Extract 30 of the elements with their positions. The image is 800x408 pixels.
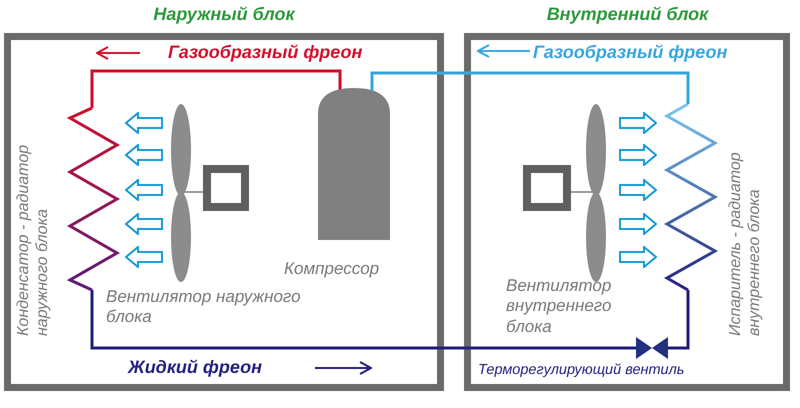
compressor-tank [318,88,390,240]
airflow-arrow [618,246,656,268]
component-label: Вентилятор внутреннего блока [506,276,612,338]
component-label: Конденсатор - радиатор наружного блока [14,144,52,336]
airflow-arrow [618,179,656,201]
component-label: Терморегулирующий вентиль [478,362,684,380]
pipe-line [90,290,636,350]
pipe-line [90,70,342,108]
edge-label: Газообразный фреон [168,42,362,63]
edge-label: Газообразный фреон [533,42,728,63]
valve-symbol [636,337,668,359]
pipe-line [668,290,690,350]
fan-drawing [170,104,250,282]
component-label: Вентилятор наружного блока [106,287,302,328]
component-label: Компрессор [284,259,380,280]
airflow-arrow [125,144,163,166]
airflow-arrow [618,112,656,134]
radiator-coil [666,104,716,290]
airflow-arrow [125,246,163,268]
unit-heading: Внутренний блок [546,4,708,25]
edge-label: Жидкий фреон [128,357,262,378]
unit-heading: Наружный блок [153,4,295,25]
radiator-coil [68,108,118,290]
airflow-arrow [125,213,163,235]
airflow-arrow [125,179,163,201]
airflow-arrow [618,144,656,166]
pipe-line [370,72,690,104]
airflow-arrow [125,112,163,134]
airflow-arrow [618,213,656,235]
component-label: Испаритель - радиатор внутреннего блока [726,151,764,336]
